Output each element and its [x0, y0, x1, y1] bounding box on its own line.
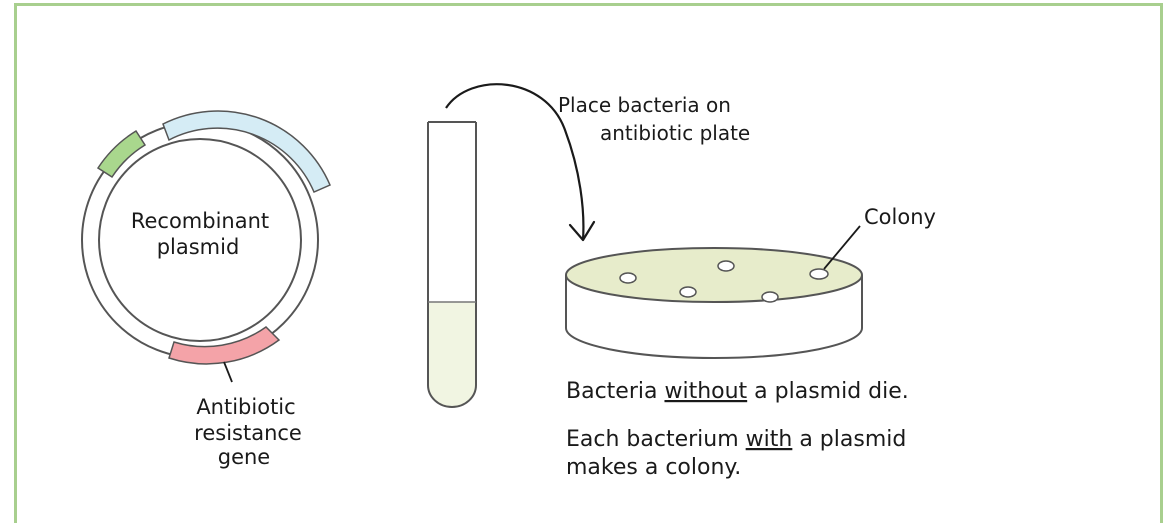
caption-line2-start: Each bacterium	[566, 427, 746, 452]
colony	[762, 292, 778, 302]
caption-line1-end: a plasmid die.	[747, 379, 909, 404]
marker-segment	[98, 131, 145, 177]
colony	[620, 273, 636, 283]
arrow-label-line1: Place bacteria on	[558, 93, 731, 117]
colony	[680, 287, 696, 297]
resistance-gene-segment	[169, 327, 279, 364]
colony-labeled	[810, 269, 828, 279]
test-tube	[428, 122, 476, 407]
caption-line2-end: a plasmid	[792, 427, 906, 452]
antibiotic-plate: Colony	[566, 205, 936, 358]
diagram-canvas: Recombinant plasmid Antibiotic resistanc…	[0, 0, 1174, 506]
caption-line2-emphasis: with	[746, 427, 793, 452]
colony-label: Colony	[864, 205, 936, 229]
insert-gene-segment	[163, 111, 330, 192]
plasmid-label-line1: Recombinant	[131, 209, 269, 233]
arrowhead	[570, 222, 594, 240]
caption-line3: makes a colony.	[566, 455, 741, 480]
caption-line1: Bacteria without a plasmid die.	[566, 379, 909, 404]
resistance-label-line3: gene	[218, 445, 270, 469]
caption-line1-emphasis: without	[664, 379, 747, 404]
arrow-label-line2: antibiotic plate	[600, 121, 750, 145]
resistance-label-line1: Antibiotic	[196, 395, 295, 419]
plasmid: Recombinant plasmid Antibiotic resistanc…	[82, 111, 330, 469]
transfer-arrow: Place bacteria on antibiotic plate	[446, 84, 750, 240]
caption-line2: Each bacterium with a plasmid	[566, 427, 906, 452]
culture-liquid	[428, 302, 476, 407]
captions: Bacteria without a plasmid die. Each bac…	[566, 379, 909, 480]
resistance-label-line2: resistance	[194, 421, 302, 445]
plasmid-label-line2: plasmid	[157, 235, 240, 259]
colony	[718, 261, 734, 271]
resistance-pointer-line	[224, 362, 232, 382]
caption-line1-start: Bacteria	[566, 379, 664, 404]
